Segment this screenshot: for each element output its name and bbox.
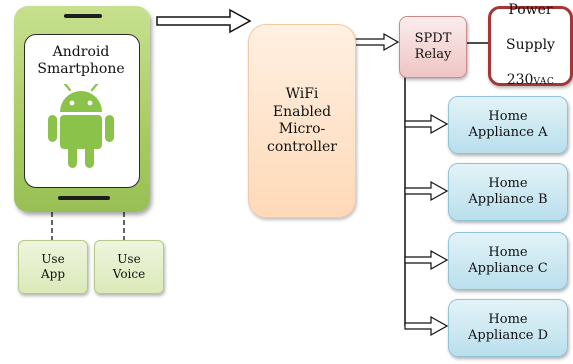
power-supply-unit: VAC	[533, 77, 555, 88]
home-appliance-b: Home Appliance B	[448, 163, 568, 221]
mcu-to-relay-arrow	[353, 32, 400, 52]
power-supply-box: Power Supply 230VAC	[488, 2, 573, 88]
wifi-microcontroller-box: WiFi Enabled Micro- controller	[248, 24, 356, 218]
android-robot-icon	[48, 84, 114, 168]
use-app-box: Use App	[18, 240, 88, 294]
branch-arrow-b	[404, 180, 449, 202]
branch-arrow-a	[404, 113, 449, 135]
power-supply-line1: Power	[508, 2, 553, 19]
phone-speaker-slot	[64, 14, 102, 18]
home-appliance-c: Home Appliance C	[448, 232, 568, 290]
home-appliance-a: Home Appliance A	[448, 96, 568, 154]
spdt-relay-box: SPDT Relay	[399, 16, 467, 78]
power-supply-line2: Supply	[506, 37, 555, 54]
use-voice-box: Use Voice	[94, 240, 164, 294]
phone-title: Android Smartphone	[37, 43, 125, 78]
power-supply-voltage-line: 230VAC	[506, 72, 555, 90]
phone-to-mcu-arrow	[156, 8, 252, 34]
phone-home-bar	[58, 196, 110, 200]
power-supply-voltage: 230	[506, 72, 534, 89]
branch-arrow-d	[404, 315, 449, 337]
branch-arrow-c	[404, 249, 449, 271]
home-appliance-d: Home Appliance D	[448, 299, 568, 357]
